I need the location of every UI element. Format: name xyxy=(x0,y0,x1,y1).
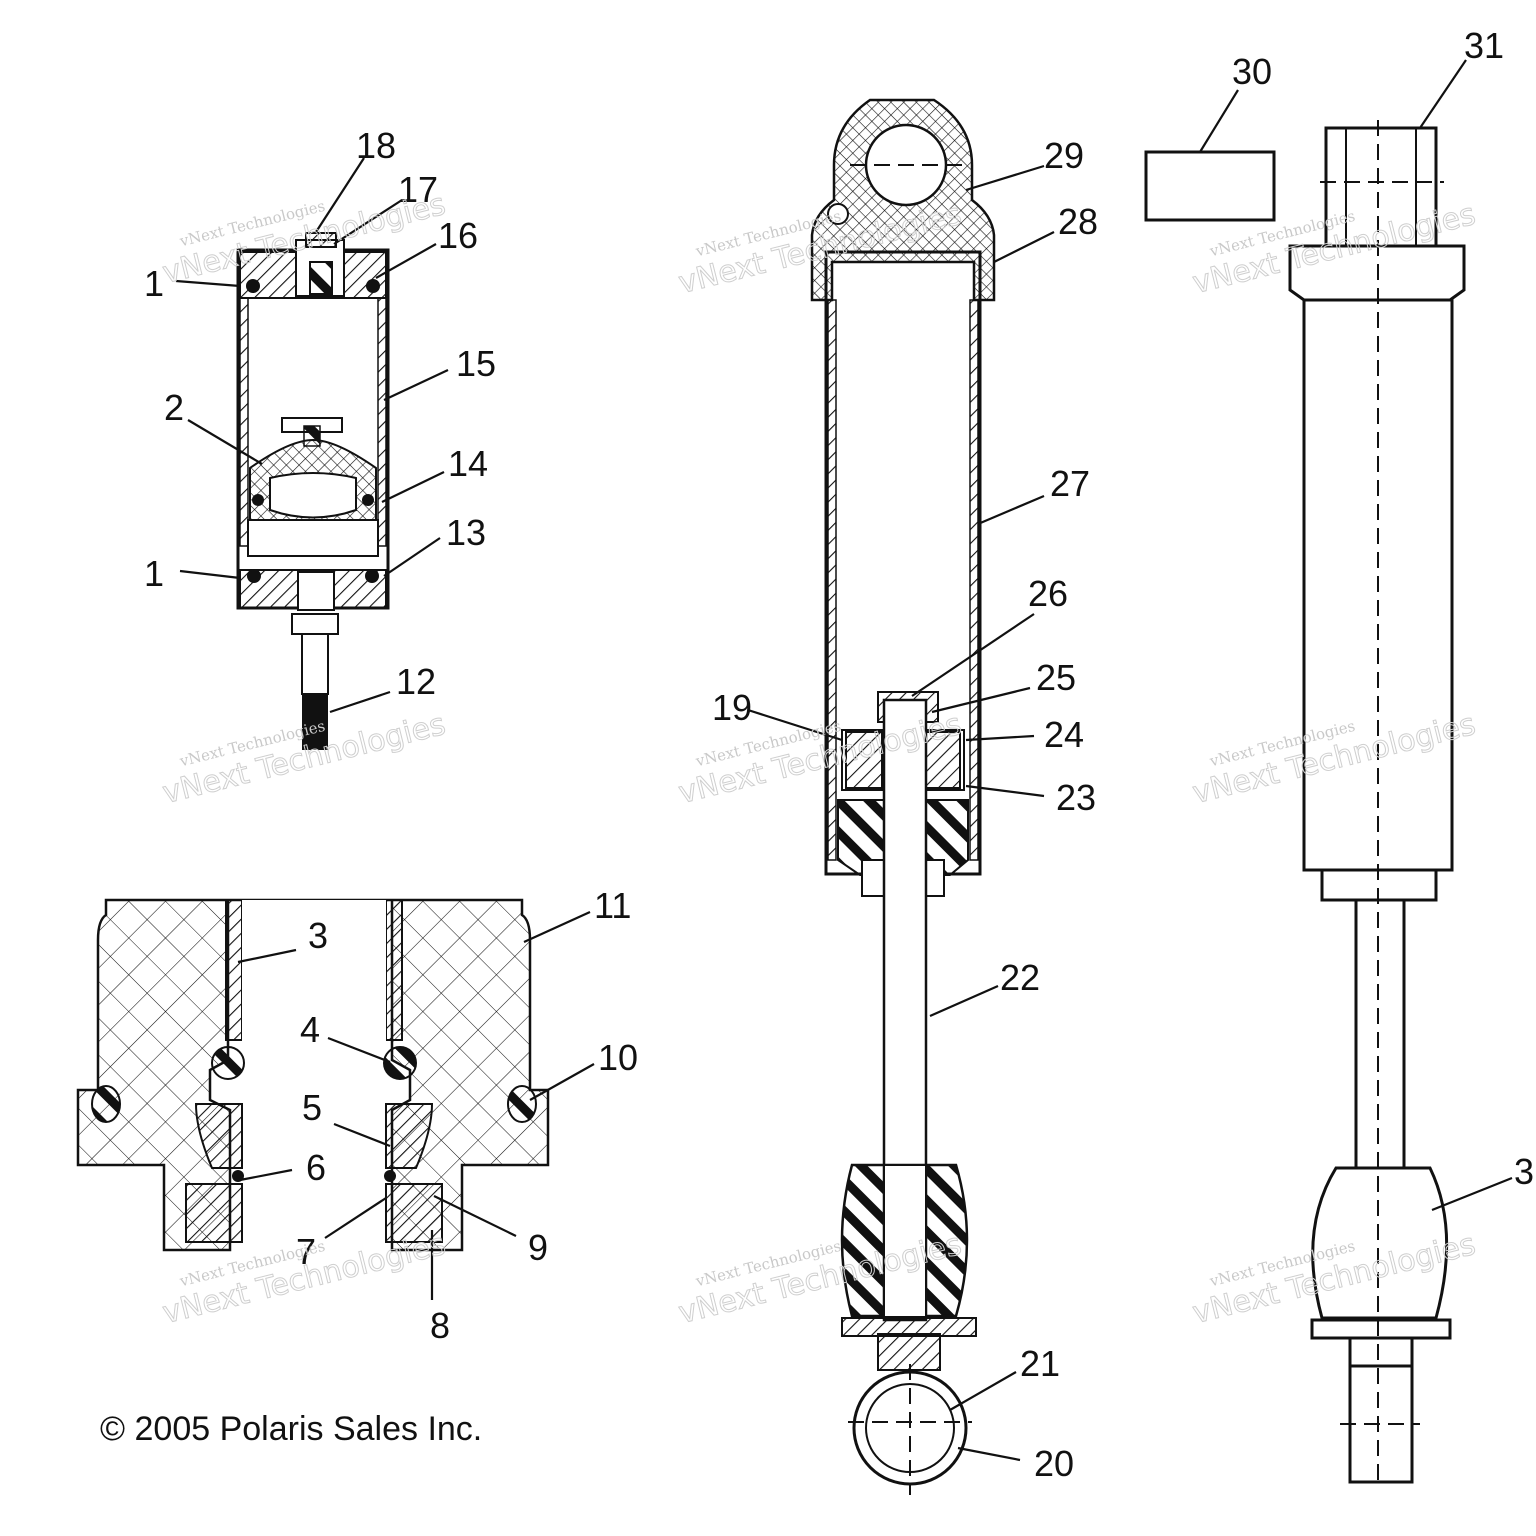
copyright-notice: © 2005 Polaris Sales Inc. xyxy=(100,1410,482,1448)
callout-3b: 3 xyxy=(1514,1151,1534,1192)
leader-lines xyxy=(175,59,1513,1462)
callout-22: 22 xyxy=(1000,957,1040,998)
callout-28: 28 xyxy=(1058,201,1098,242)
callout-2: 2 xyxy=(164,387,184,428)
callout-27: 27 xyxy=(1050,463,1090,504)
callout-11: 11 xyxy=(594,885,631,926)
callout-8: 8 xyxy=(430,1305,450,1346)
callout-15: 15 xyxy=(456,343,496,384)
callout-23: 23 xyxy=(1056,777,1096,818)
callout-7: 7 xyxy=(296,1231,316,1272)
callout-18: 18 xyxy=(356,125,396,166)
shock-body-assembly xyxy=(810,98,996,1495)
callout-29: 29 xyxy=(1044,135,1084,176)
callout-3a: 3 xyxy=(308,915,328,956)
callout-1a: 1 xyxy=(144,263,164,304)
callout-14: 14 xyxy=(448,443,488,484)
callout-6: 6 xyxy=(306,1147,326,1188)
callout-4: 4 xyxy=(300,1009,320,1050)
callout-1b: 1 xyxy=(144,553,164,594)
callout-16: 16 xyxy=(438,215,478,256)
callout-13: 13 xyxy=(446,512,486,553)
callout-24: 24 xyxy=(1044,714,1084,755)
callout-21: 21 xyxy=(1020,1343,1060,1384)
shock-exterior-view xyxy=(1144,120,1466,1488)
callout-9: 9 xyxy=(528,1227,548,1268)
callout-19: 19 xyxy=(712,687,752,728)
seal-head-assembly xyxy=(76,898,550,1252)
callout-10: 10 xyxy=(598,1037,638,1078)
callout-numbers: 1 1 2 3 3 4 5 6 7 8 9 10 11 12 13 14 15 … xyxy=(144,25,1534,1484)
callout-12: 12 xyxy=(396,661,436,702)
callout-26: 26 xyxy=(1028,573,1068,614)
callout-31: 31 xyxy=(1464,25,1504,66)
reservoir-assembly xyxy=(236,232,390,750)
callout-20: 20 xyxy=(1034,1443,1074,1484)
callout-25: 25 xyxy=(1036,657,1076,698)
callout-30: 30 xyxy=(1232,51,1272,92)
callout-17: 17 xyxy=(398,169,438,210)
callout-5: 5 xyxy=(302,1087,322,1128)
